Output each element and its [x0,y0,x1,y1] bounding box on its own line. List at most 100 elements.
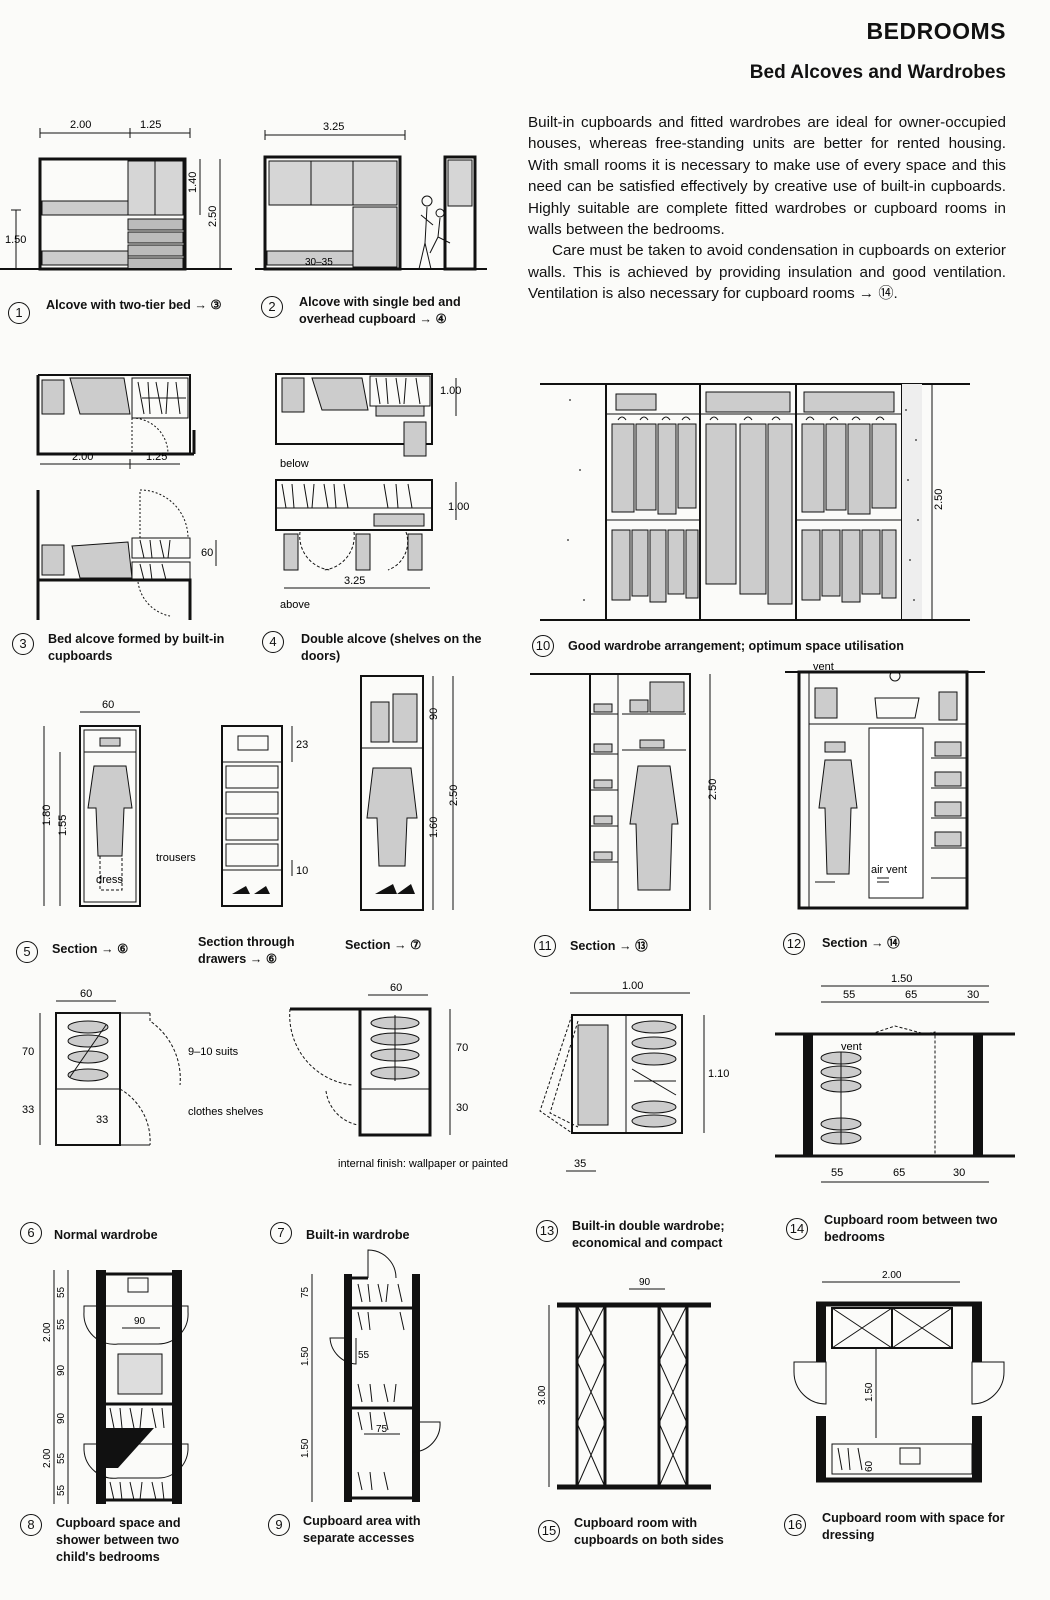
f8-dim-f: 90 [56,1412,67,1424]
figure-1-caption: Alcove with two-tier bed → ③ [46,298,222,312]
f14-dim-f: 65 [893,1167,905,1179]
figure-9-number: 9 [268,1514,290,1536]
figure-11-drawing: 2.50 [530,673,719,911]
f8-dim-c: 2.00 [42,1322,53,1342]
f9-dim-d: 1.50 [300,1438,311,1458]
f9-dim-e: 75 [376,1424,388,1435]
figure-3-drawing: 2.00 1.25 60 [36,374,217,620]
f16-dim-c: 60 [864,1460,875,1472]
f3-dim-c: 60 [201,547,213,559]
figure-5-caption: Section → ⑥ [52,942,129,956]
f3-dim-a: 2.00 [72,451,93,463]
f7s-dim-b: 1.60 [428,817,440,838]
f12-label-vent: vent [813,661,834,673]
f4-dim-a: 1.00 [440,385,461,397]
figure-11-number: 11 [534,935,556,957]
f5-label-trousers: trousers [156,852,196,864]
f8-dim-g: 2.00 [42,1448,53,1468]
figure-10-caption: Good wardrobe arrangement; optimum space… [568,639,904,653]
figure-12-caption: Section → ⑭ [822,936,900,950]
f8-dim-a: 55 [56,1286,67,1298]
f1-dim-a: 2.00 [70,119,91,131]
figure-13-drawing: 1.00 1.10 35 [539,980,729,1172]
f5-dim-a: 60 [102,699,114,711]
figure-8-number: 8 [20,1514,42,1536]
figure-3-caption: Bed alcove formed by built-in cupboards [48,632,225,663]
figure-15-drawing: 90 3.00 [537,1277,711,1490]
f14-dim-a: 1.50 [891,973,912,985]
figure-2-caption: Alcove with single bed and overhead cupb… [299,295,461,326]
figure-5-number: 5 [16,941,38,963]
page-title: BEDROOMS [866,18,1006,44]
f1-dim-b: 1.25 [140,119,161,131]
figure-9-drawing: 55 75 75 1.50 1.50 [300,1249,441,1502]
figure-13-number: 13 [536,1220,558,1242]
f9-dim-c: 55 [358,1350,370,1361]
f4-dim-c: 3.25 [344,575,365,587]
figure-4-number: 4 [262,631,284,653]
f6-dim-d: 33 [96,1114,108,1126]
intro-paragraph-1: Built-in cupboards and fitted wardrobes … [528,114,1006,239]
f11-dim-a: 2.50 [707,779,719,800]
f14-label-vent: vent [841,1041,862,1053]
figure-4-drawing: 1.00 below 1.00 3.25 above [275,373,469,611]
f6-dim-b: 70 [22,1046,34,1058]
figure-12-number: 12 [783,933,805,955]
f14-dim-c: 65 [905,989,917,1001]
f14-dim-g: 30 [953,1167,965,1179]
figure-drawers-caption: Section through drawers → ⑥ [198,935,295,966]
f6-dim-a: 60 [80,988,92,1000]
figure-4-caption: Double alcove (shelves on the doors) [301,632,482,663]
f9-dim-a: 75 [300,1286,311,1298]
page-subtitle: Bed Alcoves and Wardrobes [749,62,1006,83]
figure-15-number: 15 [538,1520,560,1542]
f7-dim-b: 70 [456,1042,468,1054]
f3-dim-b: 1.25 [146,451,167,463]
f15-dim-b: 3.00 [537,1385,548,1405]
f1-dim-d: 2.50 [207,206,219,227]
figure-10-drawing: 2.50 [540,383,970,621]
f7-dim-a: 60 [390,982,402,994]
figure-3-number: 3 [12,633,34,655]
f1-dim-c: 1.40 [187,172,199,193]
figure-8-caption: Cupboard space and shower between two ch… [56,1516,181,1564]
f9-dim-b: 1.50 [300,1346,311,1366]
f8-dim-i: 55 [56,1484,67,1496]
figure-drawers-drawing: 23 10 [221,725,308,907]
f7s-dim-a: 90 [428,708,440,720]
f14-dim-e: 55 [831,1167,843,1179]
fdrawers-dim-a: 23 [296,739,308,751]
f13-dim-c: 35 [574,1158,586,1170]
figure-10-number: 10 [532,635,554,657]
f4-dim-b: 1.00 [448,501,469,513]
figure-16-drawing: 2.00 1.50 60 [793,1270,1005,1483]
figure-7-drawing: 60 70 30 internal finish: wallpaper or p… [289,982,508,1170]
figure-16-caption: Cupboard room with space for dressing [822,1511,1005,1542]
figure-1-number: 1 [8,302,30,324]
figure-7-caption: Built-in wardrobe [306,1228,410,1242]
f10-dim-a: 2.50 [933,489,945,510]
figure-5-drawing: 60 1.80 1.55 trousers dress [41,699,196,907]
f5-label-dress: dress [96,874,123,886]
figure-6-drawing: 60 70 33 33 9–10 suits clothes shelves [22,988,264,1146]
figure-15-caption: Cupboard room with cupboards on both sid… [574,1516,724,1547]
figure-2-drawing: 3.25 30–35 [255,121,487,271]
fdrawers-dim-b: 10 [296,865,308,877]
figure-7-section-drawing: 90 1.60 2.50 [360,675,460,911]
f5-dim-c: 1.55 [57,815,69,836]
figure-12-drawing: vent air vent [785,661,985,910]
f7s-dim-c: 2.50 [448,785,460,806]
f6-label-suits: 9–10 suits [188,1046,239,1058]
f8-dim-h: 55 [56,1452,67,1464]
figure-14-drawing: 1.50 55 65 30 vent 55 65 30 [775,973,1015,1183]
figure-13-caption: Built-in double wardrobe; economical and… [572,1219,725,1250]
figure-14-caption: Cupboard room between two bedrooms [824,1213,998,1244]
figure-7-section-caption: Section → ⑦ [345,938,422,952]
intro-paragraph-2: Care must be taken to avoid condensation… [528,242,1006,303]
figure-6-caption: Normal wardrobe [54,1228,158,1242]
f14-dim-b: 55 [843,989,855,1001]
figure-16-number: 16 [784,1514,806,1536]
f13-dim-b: 1.10 [708,1068,729,1080]
figure-11-caption: Section → ⑬ [570,939,648,953]
f4-label-below: below [280,458,309,470]
